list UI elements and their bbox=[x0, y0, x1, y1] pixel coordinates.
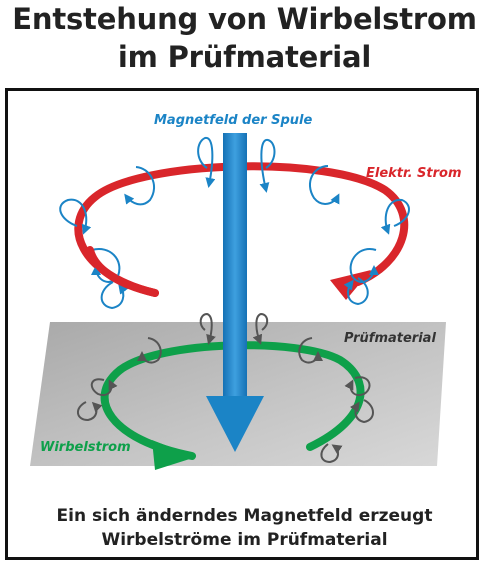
eddy-field-loop-icon bbox=[77, 401, 103, 422]
eddy-current-loop bbox=[100, 341, 365, 460]
coil-current-loop-front bbox=[86, 246, 159, 297]
field-loop-icon bbox=[309, 165, 340, 205]
eddy-field-loops bbox=[77, 312, 374, 464]
test-material-label: Prüfmaterial bbox=[344, 331, 436, 346]
electric-current-label: Elektr. Strom bbox=[366, 166, 462, 181]
eddy-field-loop-icon bbox=[252, 312, 269, 345]
field-loop-icon bbox=[124, 166, 155, 206]
field-loop-icon bbox=[380, 198, 410, 235]
field-loop-icon bbox=[100, 281, 129, 310]
field-loop-icon bbox=[343, 277, 369, 306]
magnetic-field-arrowhead bbox=[206, 396, 264, 452]
caption-line-2: Wirbelströme im Prüfmaterial bbox=[101, 530, 388, 550]
field-loop-icon bbox=[349, 248, 379, 283]
eddy-field-loop-icon bbox=[199, 312, 216, 345]
coil-current-loop bbox=[74, 162, 409, 297]
title-line-1: Entstehung von Wirbelstrom bbox=[12, 2, 477, 36]
eddy-field-loop-icon bbox=[90, 378, 118, 396]
caption-line-1: Ein sich änderndes Magnetfeld erzeugt bbox=[56, 506, 433, 526]
eddy-field-loop-icon bbox=[298, 337, 323, 364]
magnetic-field-label: Magnetfeld der Spule bbox=[154, 113, 313, 128]
eddy-current-label: Wirbelstrom bbox=[40, 440, 131, 455]
eddy-current-arrowhead bbox=[152, 440, 196, 470]
eddy-field-loop-icon bbox=[320, 443, 343, 464]
field-loop-icon bbox=[259, 139, 276, 193]
field-loop-icon bbox=[59, 198, 92, 235]
title-line-2: im Prüfmaterial bbox=[117, 40, 372, 74]
magnetic-field-beam bbox=[223, 133, 247, 398]
eddy-field-loop-icon bbox=[349, 399, 374, 424]
eddy-field-loop-icon bbox=[344, 376, 371, 396]
field-loop-icon bbox=[197, 137, 216, 188]
eddy-field-loop-icon bbox=[137, 337, 162, 364]
